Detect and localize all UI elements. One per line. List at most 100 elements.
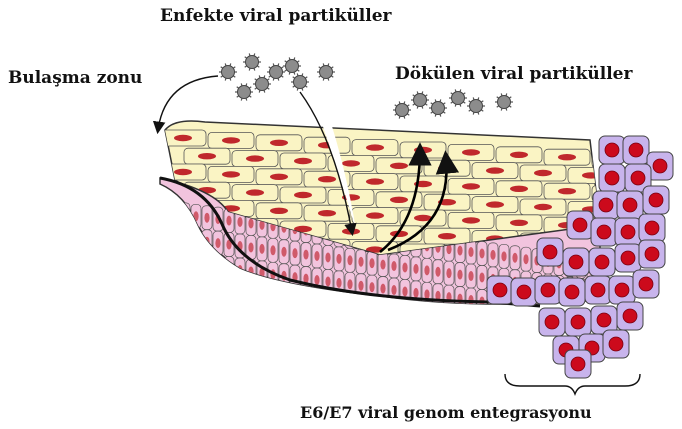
tumor-nucleus bbox=[595, 255, 609, 269]
tumor-nucleus bbox=[605, 171, 619, 185]
basal-nucleus bbox=[380, 260, 385, 270]
basal-nucleus bbox=[479, 248, 484, 258]
cell-nucleus bbox=[486, 201, 504, 207]
cell-nucleus bbox=[246, 155, 264, 161]
cell-nucleus bbox=[510, 152, 528, 158]
basal-nucleus bbox=[479, 272, 484, 282]
basal-nucleus bbox=[314, 251, 319, 261]
cell-nucleus bbox=[366, 212, 384, 218]
basal-nucleus bbox=[215, 262, 220, 272]
basal-nucleus bbox=[248, 266, 253, 276]
basal-nucleus bbox=[204, 213, 209, 223]
virion bbox=[235, 83, 253, 100]
basal-nucleus bbox=[281, 247, 286, 257]
basal-nucleus bbox=[424, 289, 429, 299]
tumor-nucleus bbox=[565, 285, 579, 299]
virion-capsid bbox=[320, 66, 333, 79]
basal-nucleus bbox=[182, 258, 187, 268]
cell-nucleus bbox=[438, 233, 456, 239]
virion-capsid bbox=[256, 78, 269, 91]
basal-nucleus bbox=[204, 261, 209, 271]
basal-nucleus bbox=[193, 235, 198, 245]
basal-nucleus bbox=[424, 265, 429, 275]
tumor-nucleus bbox=[645, 221, 659, 235]
tumor-nucleus bbox=[605, 143, 619, 157]
cell-nucleus bbox=[174, 237, 192, 243]
basal-cell bbox=[191, 228, 201, 252]
basal-nucleus bbox=[226, 264, 231, 274]
virion-capsid bbox=[498, 96, 511, 109]
tumor-nucleus bbox=[571, 315, 585, 329]
cell-nucleus bbox=[390, 163, 408, 169]
cell-nucleus bbox=[558, 188, 576, 194]
basal-nucleus bbox=[292, 248, 297, 258]
basal-nucleus bbox=[182, 234, 187, 244]
cell-nucleus bbox=[462, 183, 480, 189]
basal-nucleus bbox=[402, 262, 407, 272]
basal-nucleus bbox=[303, 250, 308, 260]
basal-nucleus bbox=[171, 208, 176, 218]
cell-nucleus bbox=[510, 186, 528, 192]
virion-capsid bbox=[238, 86, 251, 99]
virion-capsid bbox=[294, 76, 307, 89]
cell-nucleus bbox=[510, 220, 528, 226]
virion bbox=[317, 63, 335, 80]
cell-nucleus bbox=[270, 140, 288, 146]
tumor-nucleus bbox=[631, 171, 645, 185]
basal-nucleus bbox=[413, 264, 418, 274]
basal-nucleus bbox=[391, 261, 396, 271]
virion bbox=[283, 57, 301, 74]
basal-nucleus bbox=[457, 270, 462, 280]
tumor-nucleus bbox=[609, 337, 623, 351]
tumor-nucleus bbox=[493, 283, 507, 297]
virion bbox=[429, 99, 447, 116]
cell-nucleus bbox=[462, 149, 480, 155]
virion bbox=[467, 97, 485, 114]
basal-nucleus bbox=[347, 279, 352, 289]
basal-nucleus bbox=[468, 247, 473, 257]
virion-capsid bbox=[432, 102, 445, 115]
basal-nucleus bbox=[435, 267, 440, 277]
basal-nucleus bbox=[314, 275, 319, 285]
cell-nucleus bbox=[294, 158, 312, 164]
basal-nucleus bbox=[325, 252, 330, 262]
virion-capsid bbox=[286, 60, 299, 73]
cell-nucleus bbox=[366, 178, 384, 184]
basal-nucleus bbox=[248, 242, 253, 252]
genome-integration-label: E6/E7 viral genom entegrasyonu bbox=[300, 405, 592, 421]
basal-nucleus bbox=[501, 251, 506, 261]
cell-nucleus bbox=[294, 192, 312, 198]
virion-capsid bbox=[270, 66, 283, 79]
cell-nucleus bbox=[318, 176, 336, 182]
virion bbox=[393, 101, 411, 118]
cell-nucleus bbox=[414, 147, 432, 153]
virion-capsid bbox=[470, 100, 483, 113]
infected-particles-label: Enfekte viral partiküller bbox=[160, 8, 392, 25]
basal-nucleus bbox=[325, 276, 330, 286]
cell-nucleus bbox=[582, 172, 600, 178]
virion bbox=[267, 63, 285, 80]
tumor-nucleus bbox=[645, 247, 659, 261]
virion bbox=[291, 73, 309, 90]
virion bbox=[495, 93, 513, 110]
tumor-nucleus bbox=[591, 283, 605, 297]
virion-capsid bbox=[222, 66, 235, 79]
tumor-nucleus bbox=[621, 251, 635, 265]
tumor-nucleus bbox=[573, 218, 587, 232]
tumor-nucleus bbox=[597, 225, 611, 239]
basal-nucleus bbox=[270, 245, 275, 255]
basal-cell bbox=[191, 252, 201, 276]
basal-nucleus bbox=[523, 254, 528, 264]
basal-nucleus bbox=[369, 258, 374, 268]
cell-nucleus bbox=[174, 169, 192, 175]
basal-cell bbox=[180, 203, 190, 227]
cell-nucleus bbox=[558, 154, 576, 160]
basal-nucleus bbox=[391, 285, 396, 295]
cell-nucleus bbox=[390, 197, 408, 203]
basal-nucleus bbox=[160, 207, 165, 217]
tumor-nucleus bbox=[597, 313, 611, 327]
tumor-nucleus bbox=[571, 357, 585, 371]
basal-nucleus bbox=[248, 218, 253, 228]
cell-nucleus bbox=[270, 208, 288, 214]
cell-nucleus bbox=[246, 189, 264, 195]
